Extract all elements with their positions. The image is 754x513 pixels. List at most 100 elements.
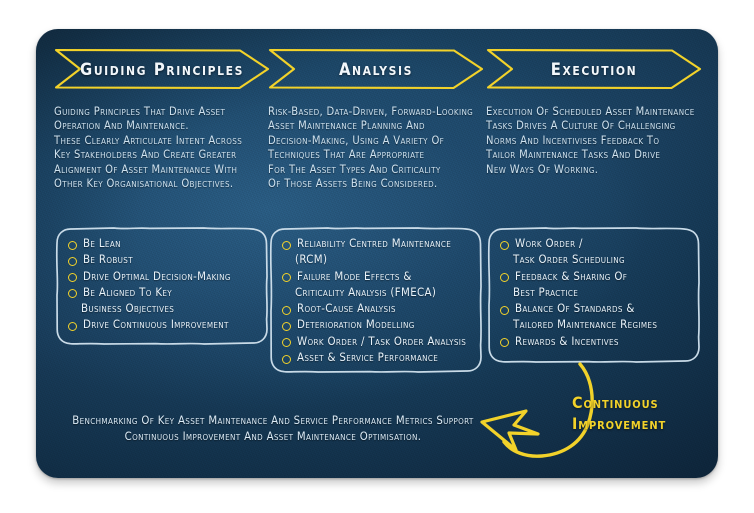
list-item-label: Be Lean — [83, 236, 121, 250]
hand-drawn-box-outline — [55, 227, 268, 345]
paragraph-line: operation and Maintenance. — [54, 119, 189, 133]
list-item-label: Reliability Centred Maintenance — [297, 236, 452, 250]
paragraph-analysis: Risk-based, data-driven, forward-looking… — [268, 105, 480, 191]
paragraph-line: tailor maintenance tasks and drive — [486, 148, 661, 162]
bullet-list: Reliability Centred Maintenance (RCM) Fa… — [282, 236, 476, 366]
bullet-dot-icon — [68, 256, 77, 266]
bullet-dot-icon — [68, 240, 77, 250]
list-item-label: Asset & Service Performance — [297, 350, 439, 365]
bullet-dot-icon — [282, 354, 291, 364]
bullet-dot-icon — [500, 240, 509, 250]
list-item-label: Feedback & Sharing of — [515, 268, 628, 283]
hand-drawn-box-outline — [269, 227, 482, 373]
ci-label-line-1: Continuous — [572, 393, 659, 412]
paragraph-line: Risk-based, data-driven, forward-looking — [268, 105, 474, 118]
banner-analysis: Analysis — [268, 48, 484, 90]
paragraph-line: new ways of working. — [486, 162, 599, 176]
list-item-continuation: business objectives — [68, 301, 262, 316]
list-item: Be Robust — [68, 252, 262, 267]
footer-statement: Benchmarking of key asset maintenance an… — [58, 413, 488, 445]
list-item-continuation: Tailored Maintenance Regimes — [500, 317, 694, 332]
list-item: Deterioration Modelling — [282, 317, 476, 332]
paragraph-line: other key organisational objectives. — [54, 177, 234, 191]
list-item-label: Rewards & Incentives — [515, 333, 619, 348]
paragraph-execution: Execution of scheduled asset maintenance… — [486, 105, 698, 177]
list-item-continuation: Criticality Analysis (FMECA) — [282, 285, 476, 300]
list-item-label: Balance of Standards & — [515, 301, 635, 316]
list-item-label: Drive continuous improvement — [83, 317, 229, 332]
bullet-box-execution: Work Order / Task Order Scheduling Feedb… — [486, 225, 702, 365]
banner-execution: Execution — [486, 48, 702, 90]
bullet-box-analysis: Reliability Centred Maintenance (RCM) Fa… — [268, 225, 484, 375]
bullet-dot-icon — [282, 273, 291, 283]
banner-label: Execution — [550, 59, 638, 79]
paragraph-guiding-principles: Guiding Principles that drive asset oper… — [54, 105, 266, 191]
chevron-banner-icon — [54, 48, 270, 90]
bullet-dot-icon — [282, 305, 291, 315]
bullet-list: Work Order / Task Order Scheduling Feedb… — [500, 236, 694, 350]
list-item: Root-cause Analysis — [282, 301, 476, 316]
paragraph-line: key stakeholders and create greater — [54, 148, 237, 162]
list-item: Failure Mode Effects & — [282, 269, 476, 284]
list-item-label: Root-cause Analysis — [297, 301, 396, 316]
list-item-label: Failure Mode Effects & — [297, 268, 412, 283]
bullet-dot-icon — [500, 338, 509, 348]
hand-drawn-box-outline — [487, 227, 700, 363]
list-item-continuation: Best Practice — [500, 285, 694, 300]
list-item-label: (RCM) — [295, 252, 328, 267]
bullet-dot-icon — [68, 273, 77, 283]
paragraph-line: alignment of asset maintenance with — [54, 162, 238, 176]
chevron-banner-icon — [486, 48, 702, 90]
bullet-dot-icon — [282, 321, 291, 331]
paragraph-line: Guiding Principles that drive asset — [54, 105, 226, 118]
footer-line-1: Benchmarking of key asset maintenance an… — [72, 414, 474, 427]
list-item-label: Drive optimal decision-making — [83, 268, 231, 283]
paragraph-line: techniques that are appropriate — [268, 148, 425, 162]
paragraph-line: asset maintenance planning and — [268, 119, 425, 133]
paragraph-line: of those assets being considered. — [268, 177, 438, 191]
list-item-label: Work Order / — [515, 236, 583, 250]
paragraph-line: norms and incentivises feedback to — [486, 133, 660, 147]
list-item-label: Best Practice — [513, 284, 579, 299]
list-item-continuation: (RCM) — [282, 252, 476, 267]
bullet-list: Be Lean Be Robust Drive optimal decision… — [68, 236, 262, 334]
list-item-label: Tailored Maintenance Regimes — [513, 317, 658, 332]
continuous-improvement-label: Continuous Improvement — [572, 392, 666, 434]
list-item: Rewards & Incentives — [500, 334, 694, 349]
list-item: Asset & Service Performance — [282, 350, 476, 365]
bullet-dot-icon — [282, 338, 291, 348]
list-item: Work Order / — [500, 236, 694, 251]
poster-card: Guiding Principles Guiding Principles th… — [36, 29, 718, 478]
bullet-dot-icon — [500, 305, 509, 315]
banner-label: Guiding Principles — [80, 59, 244, 79]
footer-line-2: continuous improvement and asset mainten… — [124, 430, 422, 443]
bullet-box-guiding-principles: Be Lean Be Robust Drive optimal decision… — [54, 225, 270, 347]
list-item-label: Task Order Scheduling — [513, 252, 625, 267]
paragraph-line: Execution of scheduled asset maintenance — [486, 105, 695, 118]
paragraph-line: tasks drives a culture of challenging — [486, 119, 676, 133]
list-item: Be aligned to key — [68, 285, 262, 300]
list-item-label: Deterioration Modelling — [297, 317, 415, 332]
list-item-continuation: Task Order Scheduling — [500, 252, 694, 267]
list-item: Drive continuous improvement — [68, 317, 262, 332]
bullet-dot-icon — [68, 321, 77, 331]
list-item: Work Order / Task Order Analysis — [282, 334, 476, 349]
bullet-dot-icon — [500, 273, 509, 283]
list-item: Drive optimal decision-making — [68, 269, 262, 284]
list-item-label: business objectives — [81, 301, 175, 316]
bullet-dot-icon — [282, 240, 291, 250]
list-item-label: Be Robust — [83, 252, 133, 267]
banner-label: Analysis — [338, 59, 414, 79]
list-item-label: Criticality Analysis (FMECA) — [295, 284, 437, 299]
ci-label-line-2: Improvement — [572, 414, 667, 433]
list-item-label: Be aligned to key — [83, 284, 173, 299]
list-item: Balance of Standards & — [500, 301, 694, 316]
continuous-improvement-arrow — [480, 362, 594, 458]
paragraph-line: for the asset types and criticality — [268, 162, 441, 176]
list-item-label: Work Order / Task Order Analysis — [297, 333, 467, 348]
poster-content: Guiding Principles Guiding Principles th… — [36, 29, 718, 478]
chevron-banner-icon — [268, 48, 484, 90]
paragraph-line: decision-making, using a variety of — [268, 133, 445, 147]
bullet-dot-icon — [68, 289, 77, 299]
